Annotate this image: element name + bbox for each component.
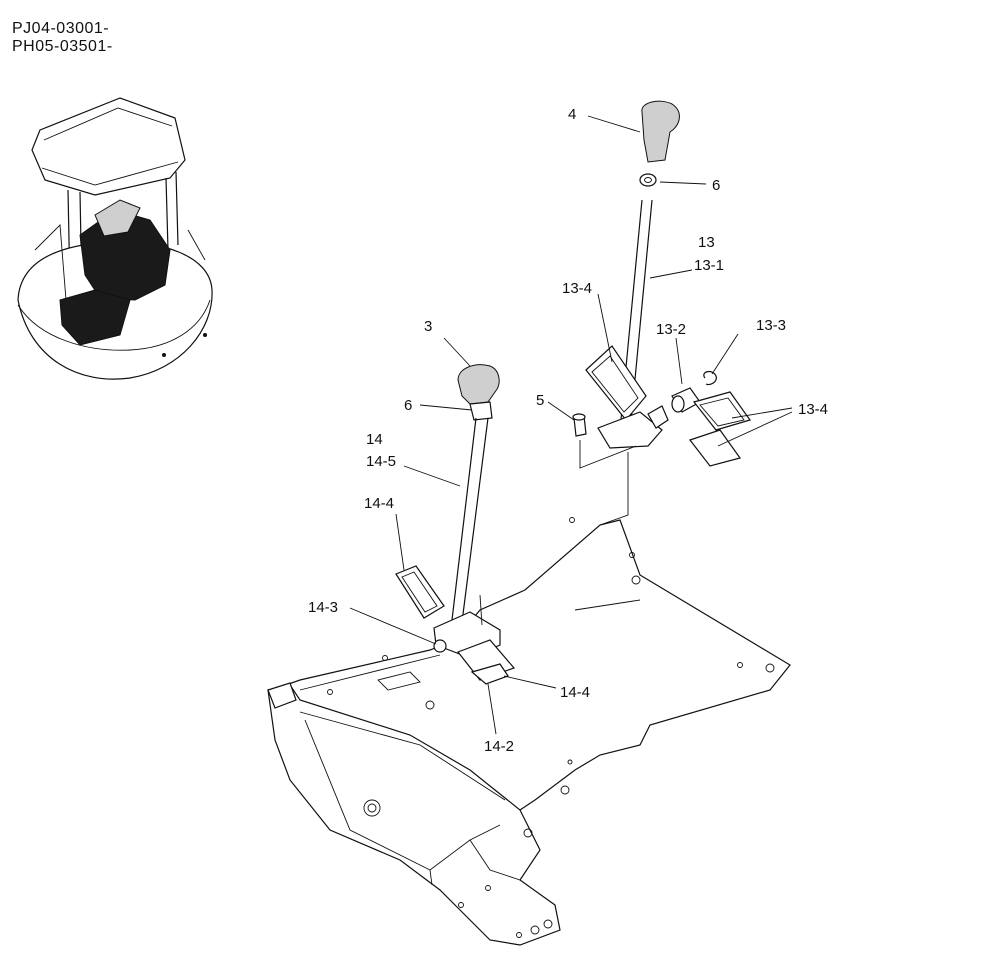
front-step-cover <box>267 682 561 946</box>
callout-labels: 4 6 13 13-1 13-4 13-2 13-3 13-4 5 3 6 14… <box>308 106 828 755</box>
left-lever-assembly <box>395 364 516 685</box>
callout-14-2: 14-2 <box>484 738 514 755</box>
callout-3: 3 <box>424 318 432 335</box>
callout-13-1: 13-1 <box>694 257 724 274</box>
callout-13-4-right: 13-4 <box>798 401 828 418</box>
callout-5: 5 <box>536 392 544 409</box>
callout-14-3: 14-3 <box>308 599 338 616</box>
callout-4: 4 <box>568 106 576 123</box>
callout-6-upper: 6 <box>712 177 720 194</box>
serial-range-1: PJ04-03001- <box>12 20 110 37</box>
callout-13-2: 13-2 <box>656 321 686 338</box>
pedal-14-4-upper <box>395 565 445 619</box>
right-lever-assembly <box>572 100 751 526</box>
callout-13-4-upper: 13-4 <box>562 280 592 297</box>
lever-knob-4 <box>641 100 680 163</box>
callout-13-3: 13-3 <box>756 317 786 334</box>
machine-overview-thumbnail <box>17 97 213 380</box>
leader-lines <box>349 115 793 735</box>
callout-6-lower: 6 <box>404 397 412 414</box>
callout-14-4-upper: 14-4 <box>364 495 394 512</box>
callout-13: 13 <box>698 234 715 251</box>
serial-range-2: PH05-03501- <box>12 38 113 55</box>
callout-14-5: 14-5 <box>366 453 396 470</box>
callout-14: 14 <box>366 431 383 448</box>
lever-knob-3 <box>457 364 500 405</box>
callout-14-4-lower: 14-4 <box>560 684 590 701</box>
